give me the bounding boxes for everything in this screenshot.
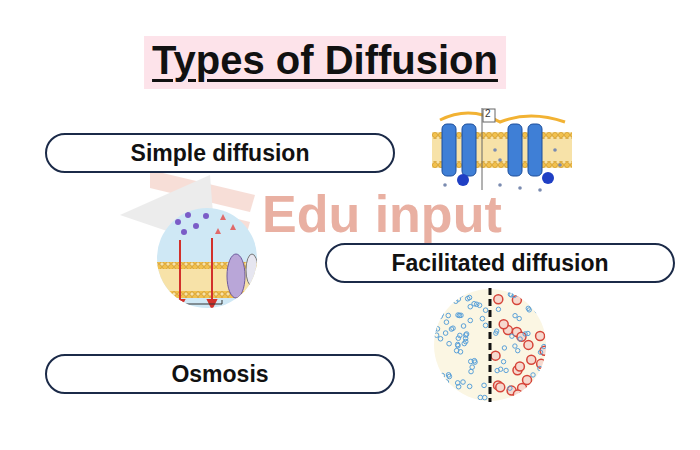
pill-box: Facilitated diffusion [325,243,675,283]
watermark: Edu input [262,188,502,240]
osmosis-illustration [432,287,549,402]
type-label: Facilitated diffusion [391,250,608,277]
simple-diffusion-illustration [150,208,270,308]
callout-number: 2 [485,109,491,119]
type-label: Osmosis [171,361,268,388]
facilitated-membrane-illustration [432,108,572,192]
pill-box: Simple diffusion [45,133,395,173]
pill-box: Osmosis [45,354,395,394]
type-label: Simple diffusion [131,140,310,167]
diagram-title: Types of Diffusion [144,36,506,89]
